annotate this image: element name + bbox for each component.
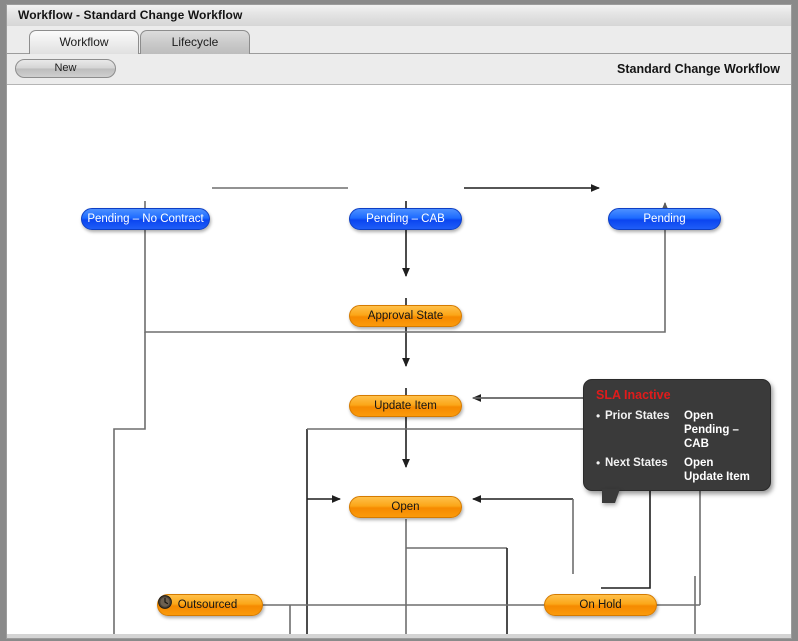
tooltip-pointer [602, 489, 620, 503]
window-titlebar: Workflow - Standard Change Workflow [6, 4, 792, 26]
tooltip-value: Pending – CAB [684, 424, 739, 450]
node-update-item[interactable]: Update Item [349, 395, 462, 417]
workflow-title: Standard Change Workflow [617, 62, 780, 76]
node-pending[interactable]: Pending [608, 208, 721, 230]
node-on-hold[interactable]: On Hold [544, 594, 657, 616]
node-label: Pending – No Contract [87, 213, 204, 225]
tooltip-values: Open Update Item [684, 456, 750, 484]
toolbar: New Standard Change Workflow [7, 54, 791, 85]
node-label: Pending – CAB [366, 213, 445, 225]
status-bar [6, 634, 792, 639]
node-pending-no-contract[interactable]: Pending – No Contract [81, 208, 210, 230]
node-pending-cab[interactable]: Pending – CAB [349, 208, 462, 230]
node-label: Approval State [367, 310, 444, 322]
tooltip-values: Open Pending – CAB [684, 409, 760, 451]
node-label: Update Item [374, 400, 437, 412]
node-label: Open [391, 501, 420, 513]
tooltip-value: Open [684, 410, 714, 422]
node-open[interactable]: Open [349, 496, 462, 518]
node-label: On Hold [579, 599, 622, 611]
node-outsourced[interactable]: Outsourced [157, 594, 263, 616]
tab-workflow[interactable]: Workflow [29, 30, 139, 54]
workflow-canvas[interactable]: Pending – No Contract Pending – CAB Pend… [7, 85, 791, 634]
tooltip-label: Prior States [605, 410, 670, 422]
tab-lifecycle[interactable]: Lifecycle [140, 30, 250, 54]
new-button[interactable]: New [15, 59, 116, 78]
node-label: Outsourced [177, 599, 238, 611]
bullet-icon: • [596, 409, 601, 423]
workflow-panel: New Standard Change Workflow [6, 53, 792, 635]
node-label: Pending [643, 213, 686, 225]
connector-layer [113, 184, 701, 634]
node-approval-state[interactable]: Approval State [349, 305, 462, 327]
window-title: Workflow - Standard Change Workflow [18, 8, 243, 22]
sla-tooltip: SLA Inactive • Prior States Open Pending… [583, 379, 771, 503]
tooltip-value: Update Item [684, 471, 750, 483]
tooltip-label: Next States [605, 457, 668, 469]
bullet-icon: • [596, 456, 601, 470]
tooltip-row-prior-states: • Prior States Open Pending – CAB [596, 409, 760, 451]
tab-strip: Workflow Lifecycle [6, 26, 792, 54]
tooltip-row-next-states: • Next States Open Update Item [596, 456, 760, 484]
tooltip-value: Open [684, 457, 714, 469]
tooltip-title: SLA Inactive [596, 388, 671, 402]
